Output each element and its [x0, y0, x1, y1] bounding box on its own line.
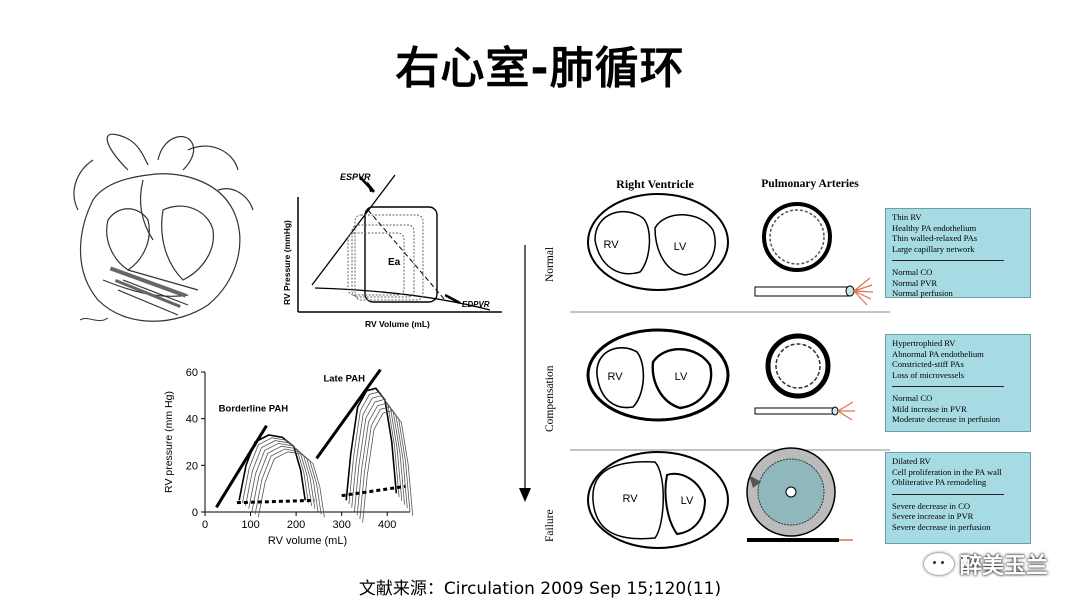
lv-label: LV [674, 241, 687, 253]
espvr-line [311, 174, 396, 286]
annotation-late-pah: Late PAH [323, 373, 365, 384]
series-line-1 [351, 395, 403, 508]
box-line: Mild increase in PVR [892, 403, 967, 414]
series-line-1 [359, 406, 411, 520]
stage-row-compensation: Compensation RV LV [544, 328, 855, 432]
box-line: Loss of microvessels [892, 369, 965, 380]
box-line: Moderate decrease in perfusion [892, 414, 1001, 424]
es-line-borderline [215, 424, 268, 509]
box-line: Dilated RV [892, 456, 931, 466]
series-line-1 [356, 402, 408, 516]
stage-row-normal: Normal RV LV [544, 193, 874, 306]
series-line-1 [354, 399, 405, 512]
box-line: Obliterative PA remodeling [892, 477, 987, 487]
x-tick-label: 200 [287, 519, 305, 531]
col-pulmonary-arteries: Pulmonary Arteries [761, 178, 859, 190]
info-box-failure: Dilated RV Cell proliferation in the PA … [885, 452, 1031, 544]
y-tick-label: 40 [186, 414, 198, 426]
x-tick-label: 100 [241, 519, 259, 531]
series-line-1 [362, 410, 414, 523]
series-line-0 [238, 434, 307, 501]
stage-label: Normal [544, 247, 556, 282]
ea-label: Ea [388, 257, 401, 268]
x-tick-label: 0 [202, 519, 208, 531]
stage-label: Failure [544, 509, 556, 542]
box-line: Abnormal PA endothelium [892, 348, 984, 359]
x-tick-label: 400 [378, 519, 396, 531]
series-line-1 [345, 387, 398, 501]
y-tick-label: 0 [192, 507, 198, 519]
y-tick-label: 20 [186, 460, 198, 472]
heart-illustration [73, 133, 254, 322]
box-line: Severe decrease in CO [892, 500, 971, 511]
rv-label: RV [603, 239, 619, 251]
stage-label: Compensation [544, 365, 556, 432]
lv-label: LV [681, 495, 694, 507]
wechat-icon [923, 553, 954, 575]
box-line: Normal CO [892, 393, 933, 403]
info-box-compensation: Hypertrophied RV Abnormal PA endothelium… [885, 334, 1031, 432]
series-line-0 [251, 445, 319, 512]
box-line: Thin RV [892, 212, 922, 222]
series-line-0 [245, 440, 312, 507]
ed-line-late [341, 484, 406, 498]
box-line: Healthy PA endothelium [892, 222, 977, 233]
box-divider [892, 493, 1005, 495]
box-line: Cell proliferation in the PA wall [892, 466, 1002, 477]
box-line: Hypertrophied RV [892, 338, 956, 348]
box-line: Severe increase in PVR [892, 511, 974, 521]
box-line: Normal perfusion [892, 288, 953, 298]
page-title: 右心室-肺循环 [395, 43, 685, 94]
edpvr-label: EDPVR [462, 300, 490, 309]
box-line: Normal PVR [892, 277, 938, 288]
ed-line-borderline [236, 498, 315, 505]
schematic-diagram: Right Ventricle Pulmonary Arteries Norma… [519, 177, 890, 549]
box-line: Severe decrease in perfusion [892, 521, 991, 532]
arrow-head-icon [519, 488, 531, 502]
es-line-late [315, 368, 382, 460]
box-divider [892, 260, 1005, 261]
x-tick-label: 300 [332, 519, 350, 531]
y-tick-label: 60 [186, 367, 198, 379]
lv-label: LV [675, 371, 688, 383]
stage-row-failure: Failure RV LV [544, 447, 853, 549]
info-box-normal: Thin RV Healthy PA endothelium Thin wall… [885, 208, 1031, 298]
watermark-text: 醉美玉兰 [959, 554, 1048, 579]
pv-ylabel: RV Pressure (mmHg) [282, 220, 292, 305]
series-line-1 [348, 391, 400, 505]
pv-xlabel: RV Volume (mL) [365, 319, 430, 329]
rv-pressure-volume-chart: 0 100 200 300 400 0 20 40 60 RV pressure (mm Hg)… [163, 367, 414, 547]
series-line-0 [241, 437, 309, 504]
box-line: Normal CO [892, 267, 933, 277]
series-line-0 [254, 448, 322, 515]
source-citation: 文献来源：Circulation 2009 Sep 15;120(11) [358, 579, 722, 599]
chart-ylabel: RV pressure (mm Hg) [163, 391, 175, 493]
box-line: Large capillary network [892, 243, 975, 254]
box-line: Thin walled-relaxed PAs [892, 233, 978, 243]
rv-label: RV [622, 493, 638, 505]
rv-label: RV [607, 371, 623, 383]
series-line-0 [248, 442, 316, 509]
annotation-borderline-pah: Borderline PAH [219, 404, 289, 415]
watermark: 醉美玉兰 [923, 548, 1048, 580]
chart-xlabel: RV volume (mL) [268, 535, 347, 547]
box-line: Constricted-stiff PAs [892, 359, 964, 369]
pv-loop-diagram: ESPVR EDPVR Ea RV Pressure (mmHg) RV Vol… [282, 172, 502, 329]
box-divider [892, 386, 1005, 387]
espvr-label: ESPVR [340, 172, 371, 182]
series-line-0 [257, 451, 325, 518]
edpvr-curve [314, 287, 491, 311]
col-right-ventricle: Right Ventricle [616, 177, 694, 191]
